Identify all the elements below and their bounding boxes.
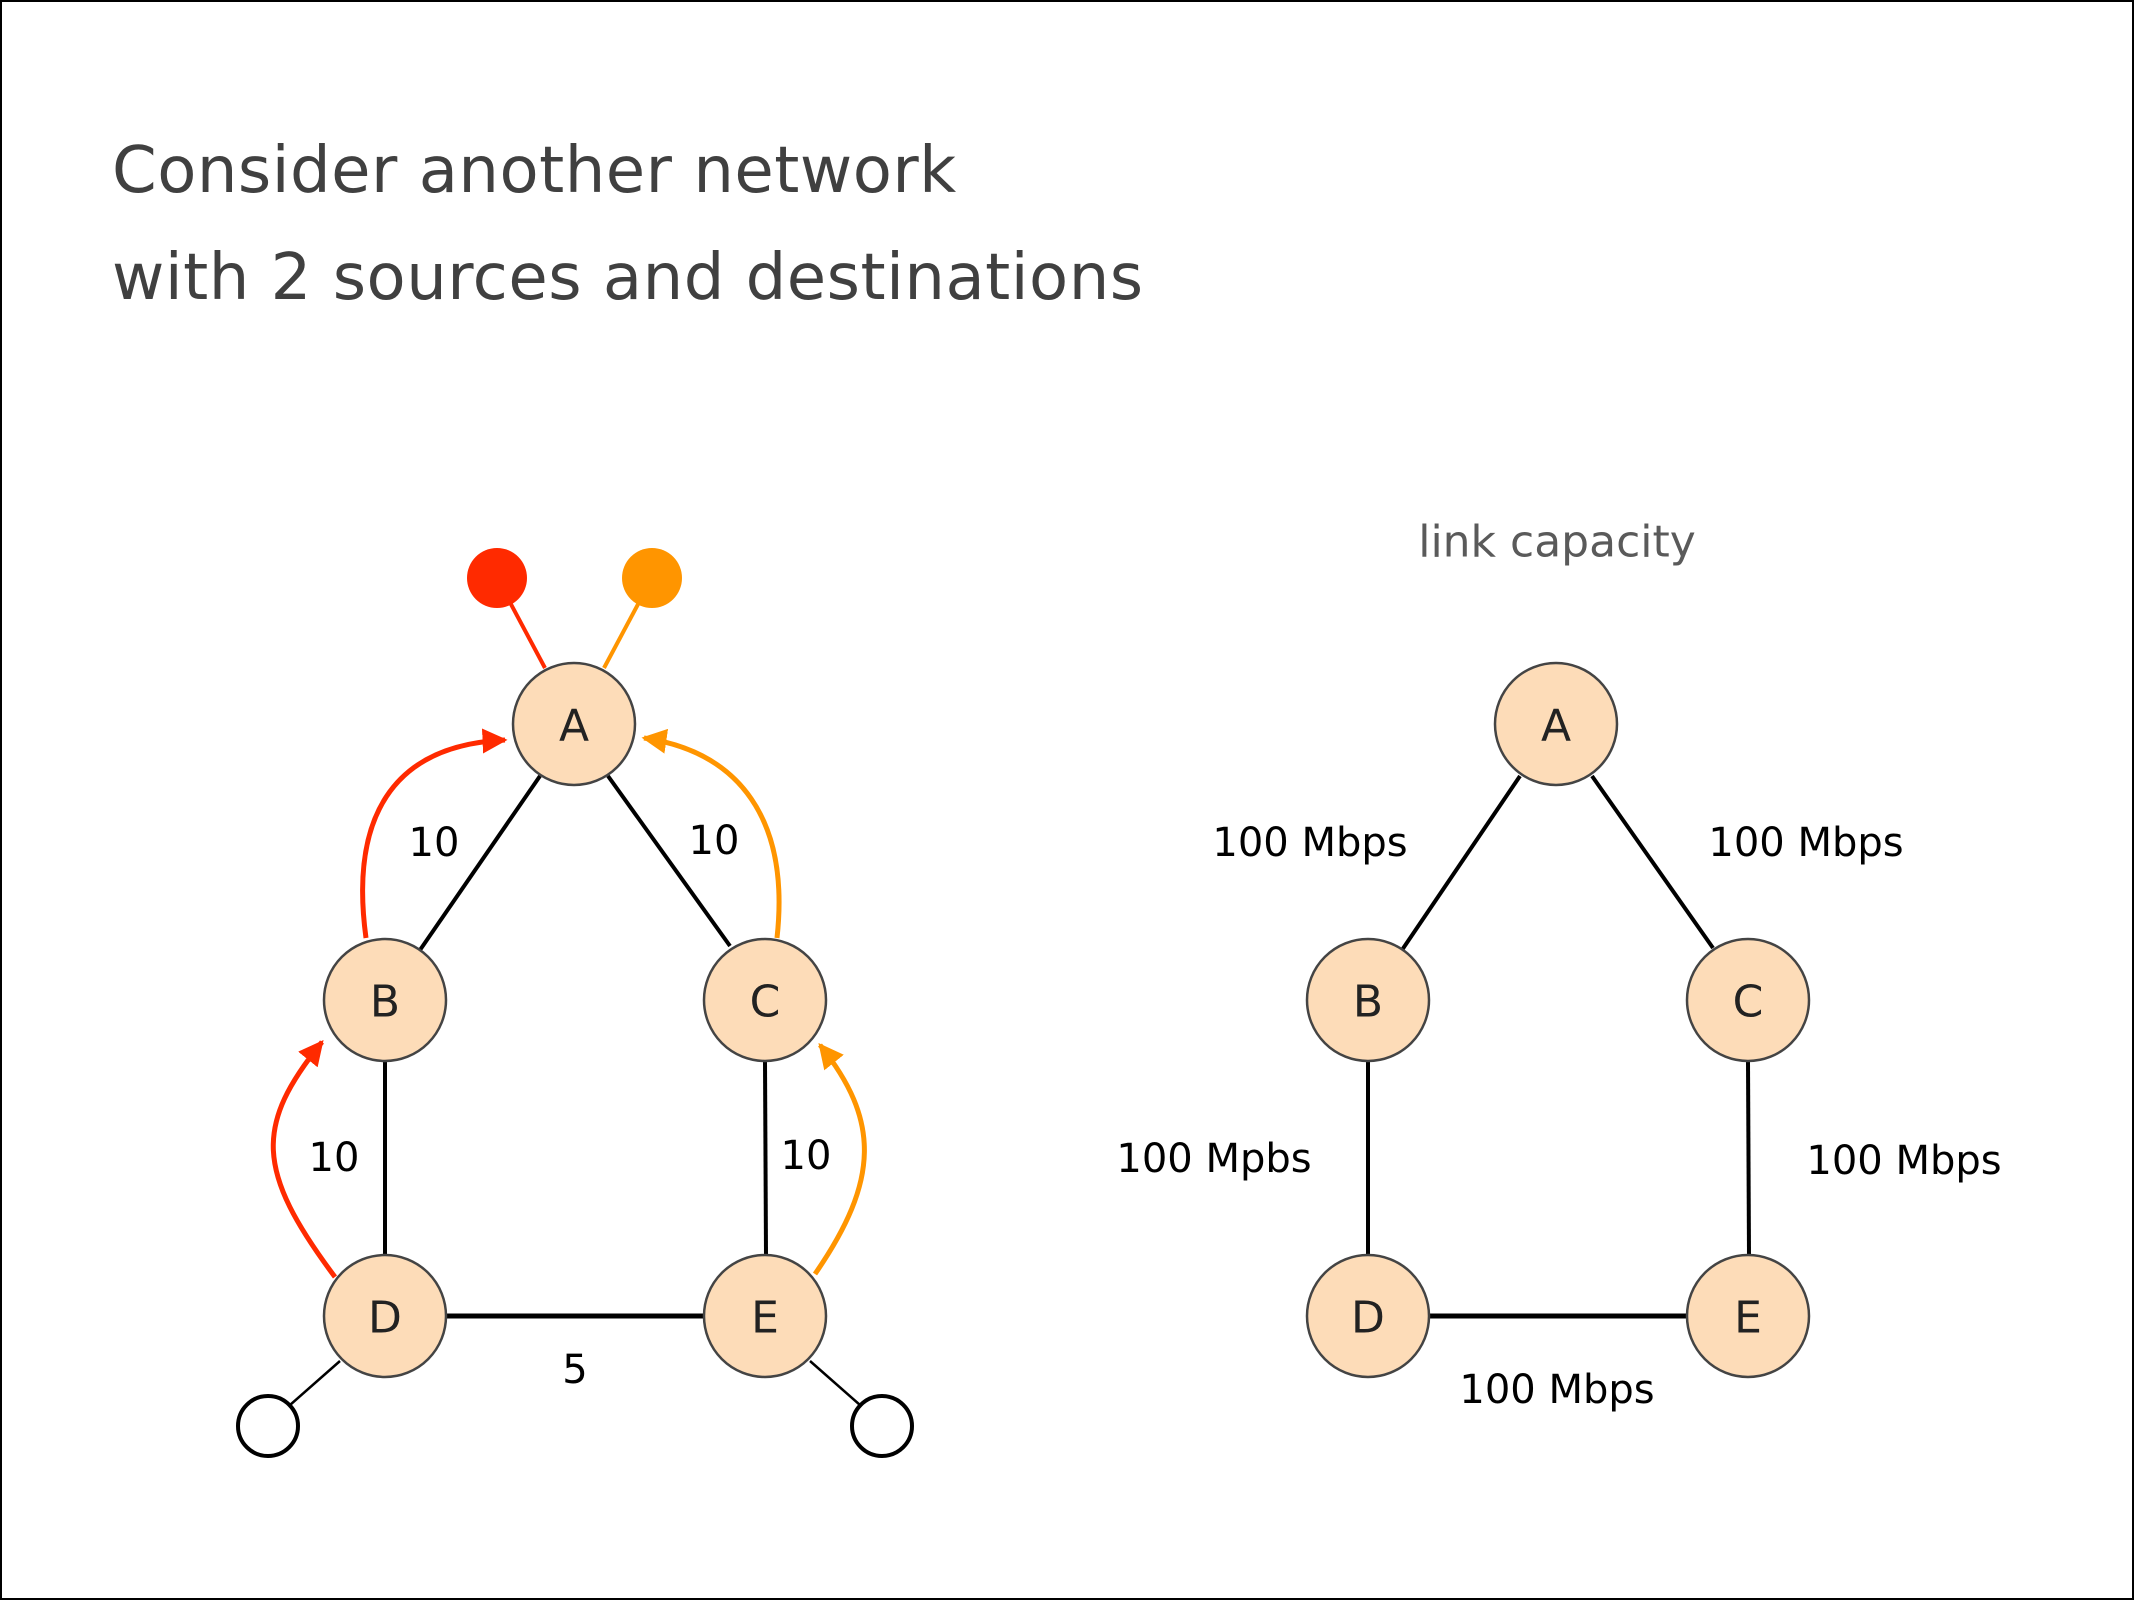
cap-edge-a-c (1590, 774, 1715, 950)
cap-edge-c-e (1746, 1061, 1751, 1256)
destination-orange (622, 548, 682, 608)
slide-title: Consider another network with 2 sources … (112, 118, 1144, 332)
cap-node-d-label: D (1351, 1293, 1385, 1344)
flow-orange-c-to-a (641, 728, 782, 939)
destination-red (467, 548, 527, 608)
cap-node-e[interactable]: E (1685, 1253, 1811, 1379)
right-graph: link capacity A B C D E 100 Mbps 100 Mbp… (1116, 517, 2001, 1414)
source-link-d (289, 1360, 341, 1406)
link-capacity-title: link capacity (1418, 517, 1696, 568)
node-c-label: C (750, 977, 781, 1028)
cap-node-d[interactable]: D (1305, 1253, 1431, 1379)
node-a-label: A (559, 701, 589, 752)
edge-label-b-d: 10 (309, 1135, 360, 1181)
edge-label-a-c: 10 (689, 818, 740, 864)
source-link-e (809, 1360, 861, 1406)
node-c[interactable]: C (702, 937, 828, 1063)
cap-node-a[interactable]: A (1493, 661, 1619, 787)
edge-c-e (763, 1061, 768, 1256)
cap-node-c-label: C (1733, 977, 1764, 1028)
flow-orange-e-to-c (812, 1043, 867, 1276)
node-b-label: B (370, 977, 400, 1028)
edge-label-a-b: 10 (409, 820, 460, 866)
cap-label-d-e: 100 Mbps (1459, 1367, 1654, 1413)
edge-label-d-e: 5 (562, 1347, 587, 1393)
cap-label-a-c: 100 Mbps (1708, 820, 1903, 866)
cap-node-c[interactable]: C (1685, 937, 1811, 1063)
cap-label-c-e: 100 Mbps (1806, 1138, 2001, 1184)
edge-a-b (418, 774, 542, 952)
cap-label-a-b: 100 Mbps (1212, 820, 1407, 866)
node-d-label: D (368, 1293, 402, 1344)
cap-node-e-label: E (1734, 1293, 1762, 1344)
source-e (850, 1394, 914, 1458)
node-e[interactable]: E (702, 1253, 828, 1379)
title-line-2: with 2 sources and destinations (112, 241, 1144, 315)
cap-node-a-label: A (1541, 701, 1571, 752)
cap-label-b-d: 100 Mpbs (1116, 1136, 1311, 1182)
flow-red-b-to-a (360, 728, 508, 939)
node-a[interactable]: A (511, 661, 637, 787)
cap-edge-a-b (1400, 774, 1522, 952)
left-graph: A B C D E 10 10 10 10 5 (236, 548, 914, 1458)
cap-node-b[interactable]: B (1305, 937, 1431, 1063)
title-line-1: Consider another network (112, 134, 957, 208)
flow-red-d-to-b (270, 1040, 338, 1279)
node-b[interactable]: B (322, 937, 448, 1063)
source-d (236, 1394, 300, 1458)
edge-label-c-e: 10 (781, 1133, 832, 1179)
node-e-label: E (751, 1293, 779, 1344)
edge-a-c (606, 774, 732, 948)
cap-node-b-label: B (1353, 977, 1383, 1028)
node-d[interactable]: D (322, 1253, 448, 1379)
